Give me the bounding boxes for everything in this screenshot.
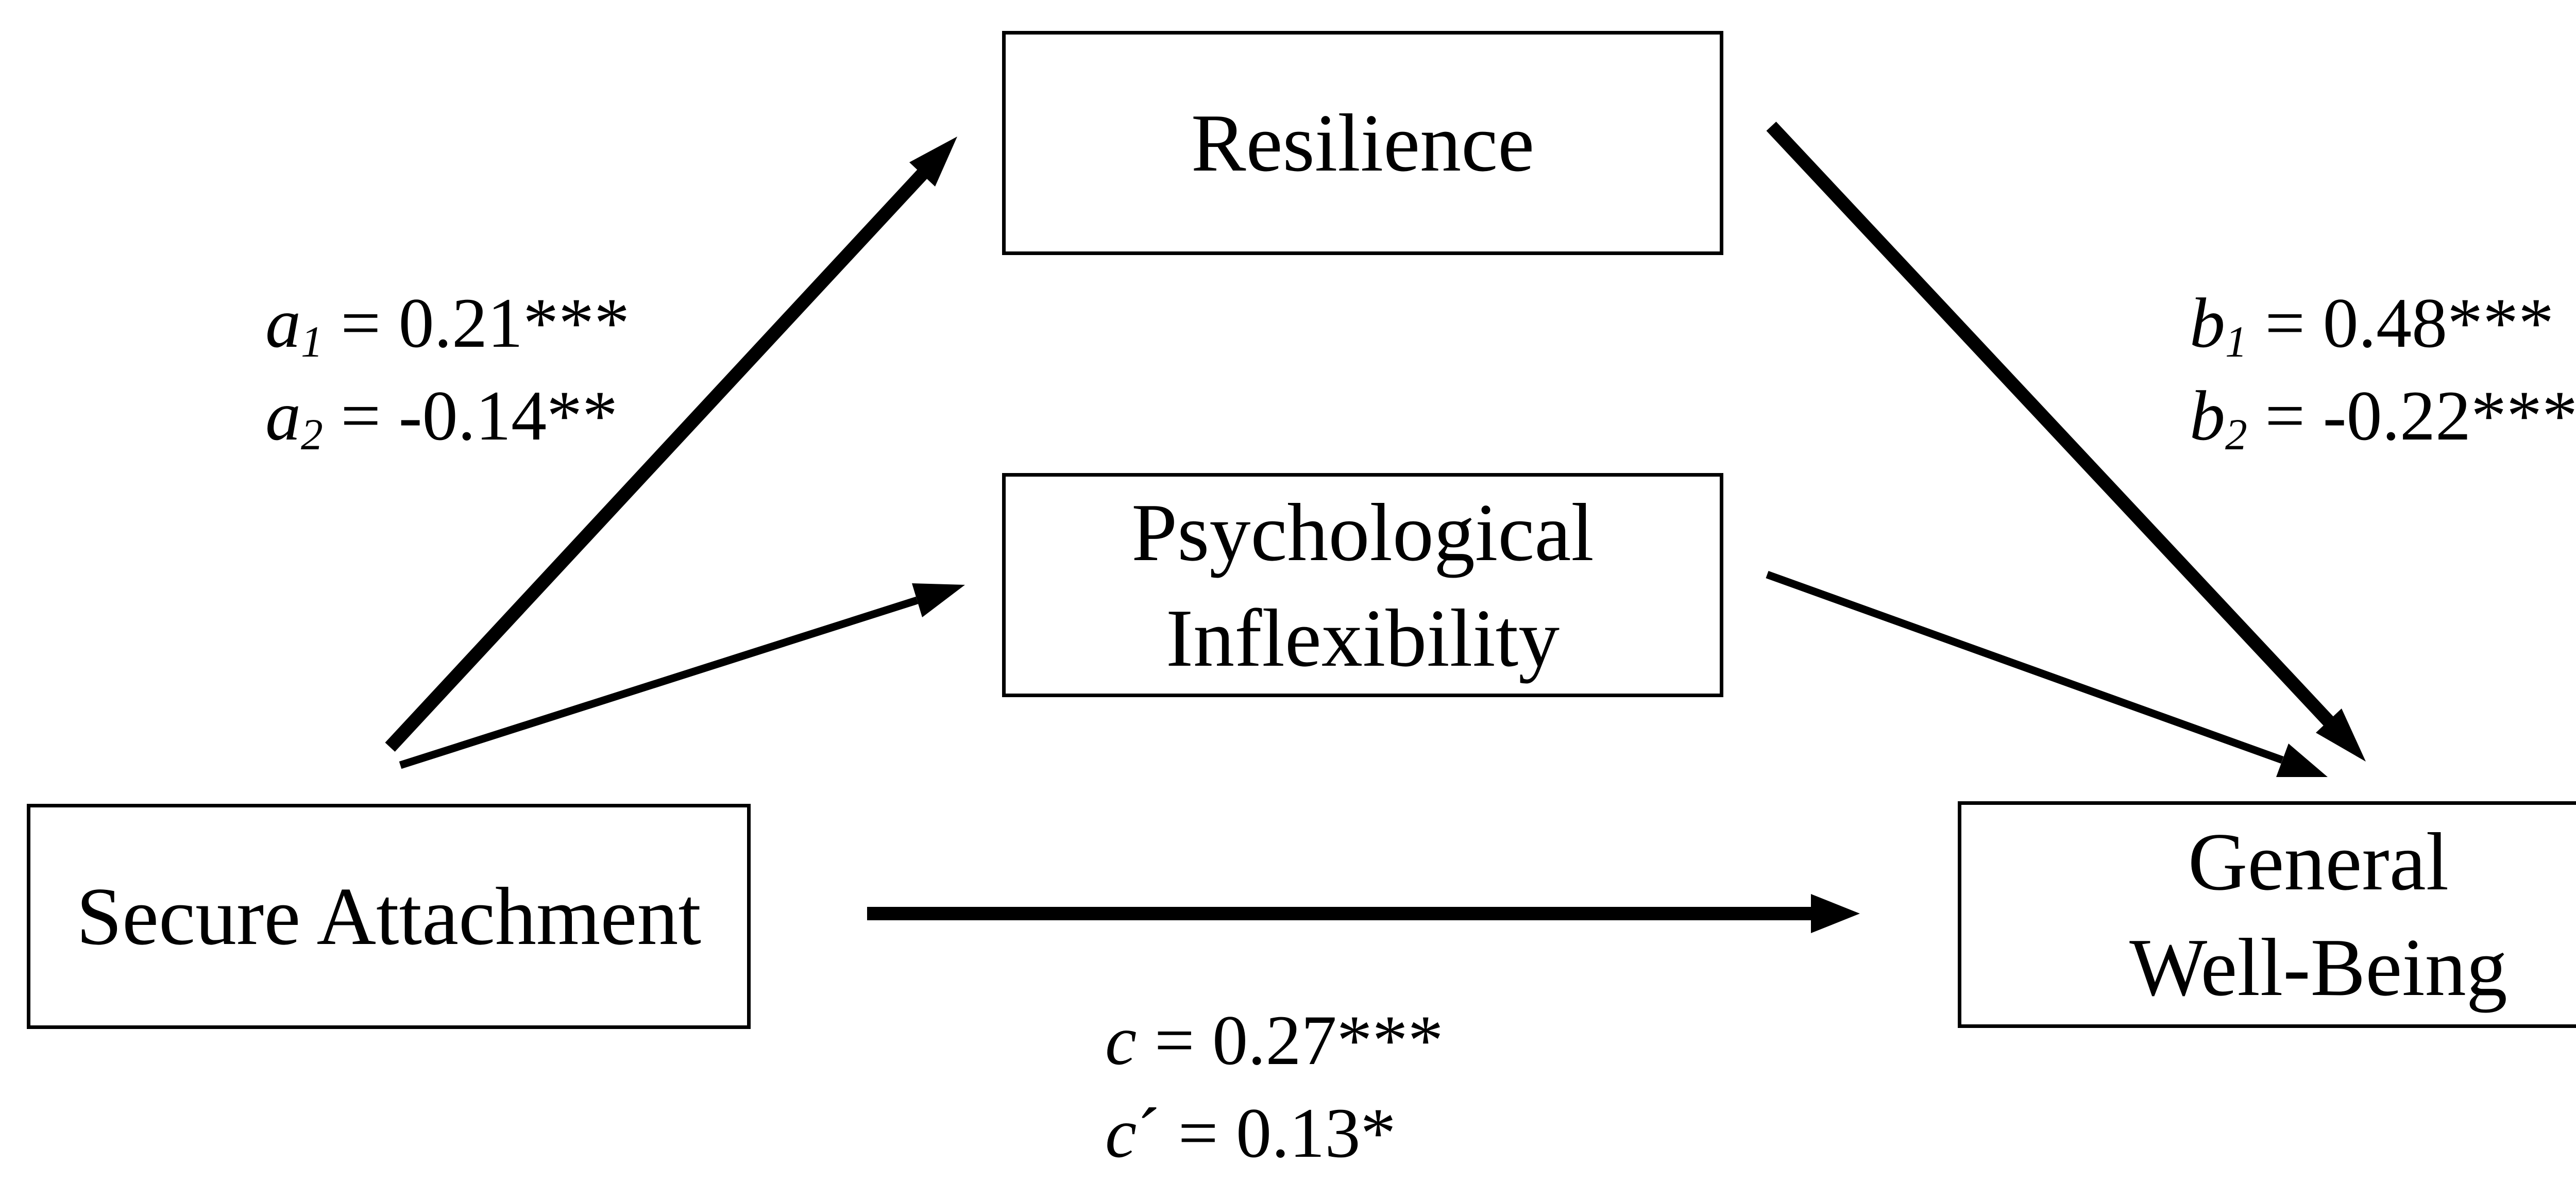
arrow-resilience-to-wellbeing bbox=[1766, 122, 2366, 762]
coef-symbol: a bbox=[265, 376, 301, 455]
coef-subscript: 2 bbox=[301, 410, 323, 459]
node-label-line: Well-Being bbox=[2129, 921, 2507, 1013]
node-general-well-being: General Well-Being bbox=[1958, 801, 2576, 1028]
coef-value: = 0.27*** bbox=[1137, 1001, 1444, 1079]
coef-value: = 0.48*** bbox=[2247, 283, 2554, 362]
coef-symbol: c bbox=[1105, 1093, 1137, 1172]
node-label-line: Secure Attachment bbox=[76, 870, 701, 963]
arrow-secure-to-inflexibility bbox=[399, 583, 965, 769]
node-label-line: Psychological bbox=[1131, 486, 1594, 578]
coef-value: = -0.14** bbox=[323, 376, 618, 455]
node-secure-attachment: Secure Attachment bbox=[27, 804, 751, 1029]
coef-symbol: b bbox=[2190, 283, 2225, 362]
node-label-line: Inflexibility bbox=[1165, 592, 1560, 684]
coefficient-a2: a2 = -0.14** bbox=[265, 380, 618, 457]
coef-symbol: a bbox=[265, 283, 301, 362]
node-psychological-inflexibility: Psychological Inflexibility bbox=[1002, 473, 1723, 697]
coefficient-c: c = 0.27*** bbox=[1105, 1005, 1444, 1076]
coef-subscript: 1 bbox=[2225, 317, 2247, 366]
arrow-secure-to-resilience bbox=[385, 137, 957, 752]
coef-value: = -0.22*** bbox=[2247, 376, 2576, 455]
coefficient-b2: b2 = -0.22*** bbox=[2190, 380, 2576, 457]
coefficient-c-prime: c´ = 0.13* bbox=[1105, 1098, 1396, 1169]
arrow-inflexibility-to-wellbeing bbox=[1766, 570, 2328, 777]
coef-value: = 0.13* bbox=[1160, 1093, 1396, 1172]
node-label-line: Resilience bbox=[1191, 97, 1535, 189]
coef-symbol: b bbox=[2190, 376, 2225, 455]
coefficient-b1: b1 = 0.48*** bbox=[2190, 288, 2554, 364]
coef-prime: ´ bbox=[1137, 1093, 1161, 1172]
coef-subscript: 2 bbox=[2225, 410, 2247, 459]
coef-subscript: 1 bbox=[301, 317, 323, 366]
coefficient-a1: a1 = 0.21*** bbox=[265, 288, 630, 364]
node-resilience: Resilience bbox=[1002, 31, 1723, 255]
coef-symbol: c bbox=[1105, 1001, 1137, 1079]
arrow-secure-to-wellbeing bbox=[867, 894, 1860, 933]
coef-value: = 0.21*** bbox=[323, 283, 630, 362]
node-label-line: General bbox=[2188, 816, 2449, 908]
